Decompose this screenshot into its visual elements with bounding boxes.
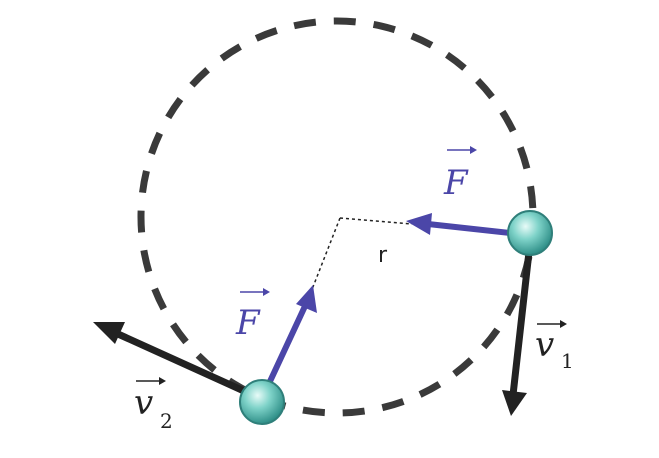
orbit-circle	[137, 17, 537, 417]
velocity-arrow-2	[93, 322, 259, 400]
ball-bottom	[239, 379, 285, 425]
radius-label: r	[378, 243, 388, 268]
velocity-label-1-text: v	[535, 325, 554, 365]
radius-line-top	[339, 217, 413, 225]
radius-line-bottom	[310, 217, 341, 293]
velocity-label-2: v 2	[134, 377, 173, 433]
force-arrow-top	[406, 213, 513, 236]
force-arrow-bottom	[263, 285, 317, 393]
velocity-arrow-1	[502, 248, 533, 416]
force-label-bottom-text: F	[235, 303, 261, 343]
ball-right	[507, 210, 553, 256]
velocity-label-1: v 1	[535, 320, 574, 373]
force-label-top: F	[443, 146, 477, 203]
force-label-top-text: F	[443, 163, 469, 203]
force-label-bottom: F	[235, 288, 270, 343]
velocity-label-1-subscript: 1	[561, 349, 574, 373]
velocity-label-2-text: v	[134, 383, 153, 423]
velocity-label-2-subscript: 2	[160, 409, 173, 433]
